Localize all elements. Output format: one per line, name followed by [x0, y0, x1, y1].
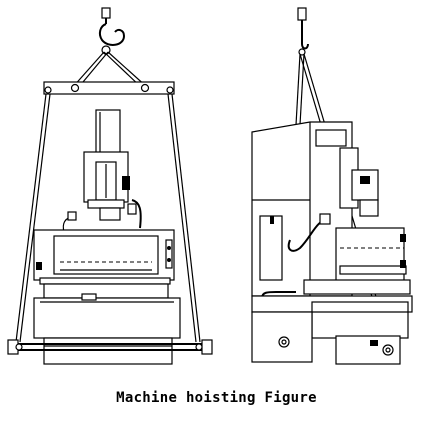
work-tank-front [33, 229, 175, 285]
figure-caption: Machine hoisting Figure [116, 390, 317, 406]
crane-hook-front [98, 7, 126, 55]
base-front [33, 283, 181, 365]
outer-slings-front [15, 93, 201, 343]
side-view [251, 7, 413, 365]
spreader-bar [43, 81, 175, 95]
column-front [62, 109, 142, 233]
machine-body-side [251, 121, 379, 297]
hoisting-diagram [7, 7, 413, 365]
work-tank-side [303, 227, 411, 295]
cable-side [287, 213, 331, 252]
crane-hook-side [297, 7, 309, 56]
lifting-rods-front [7, 339, 213, 355]
front-view [7, 7, 213, 365]
lifting-rings-side [278, 336, 394, 356]
base-side [251, 295, 413, 365]
